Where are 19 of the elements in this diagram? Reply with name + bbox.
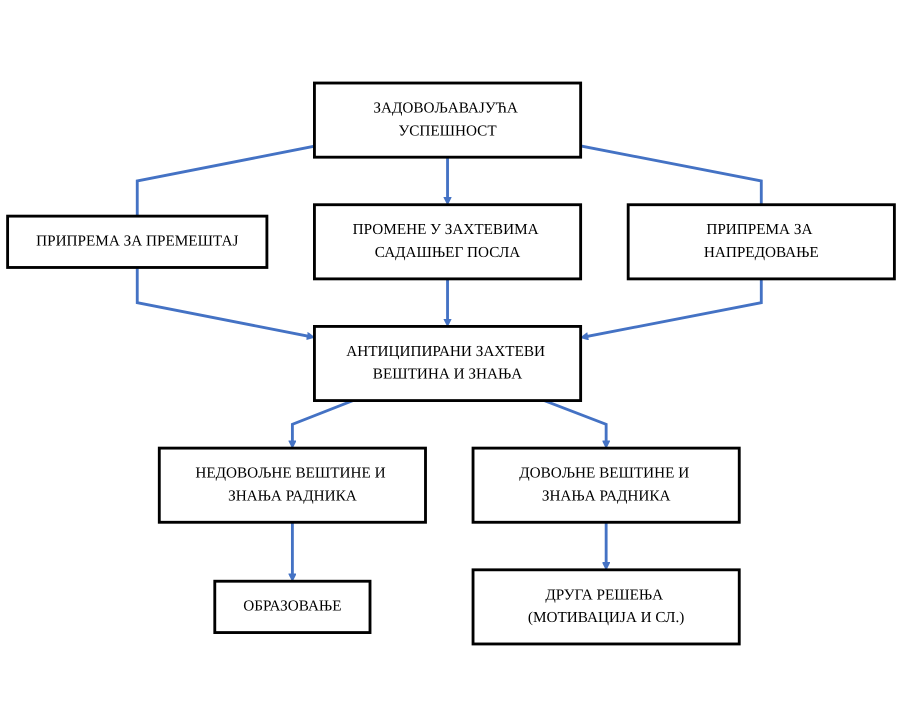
arrow	[544, 399, 610, 448]
arrow	[288, 399, 354, 448]
node-box: ПРОМЕНЕ У ЗАХТЕВИМА САДАШЊЕГ ПОСЛА	[313, 203, 582, 280]
node-box: ПРИПРЕМА ЗА НАПРЕДОВАЊЕ	[626, 203, 896, 280]
arrow	[580, 278, 763, 340]
node-box: ЗАДОВОЉАВАЈУЋА УСПЕШНОСТ	[313, 82, 582, 159]
connector	[580, 144, 763, 205]
node-box: ДОВОЉНЕ ВЕШТИНЕ И ЗНАЊА РАДНИКА	[472, 446, 741, 524]
connector	[136, 144, 315, 216]
arrow	[602, 522, 610, 570]
node-box: НЕДОВОЉНЕ ВЕШТИНЕ И ЗНАЊА РАДНИКА	[158, 446, 427, 524]
arrow	[443, 157, 452, 206]
node-box: ПРИПРЕМА ЗА ПРЕМЕШТАЈ	[6, 214, 268, 269]
arrow	[136, 267, 315, 340]
node-box: ДРУГА РЕШЕЊА (МОТИВАЦИЈА И СЛ.)	[472, 568, 741, 646]
node-box: ОБРАЗОВАЊЕ	[213, 580, 372, 634]
arrow	[443, 278, 452, 327]
node-box: АНТИЦИПИРАНИ ЗАХТЕВИ ВЕШТИНА И ЗНАЊА	[313, 325, 582, 402]
arrow	[288, 522, 297, 582]
